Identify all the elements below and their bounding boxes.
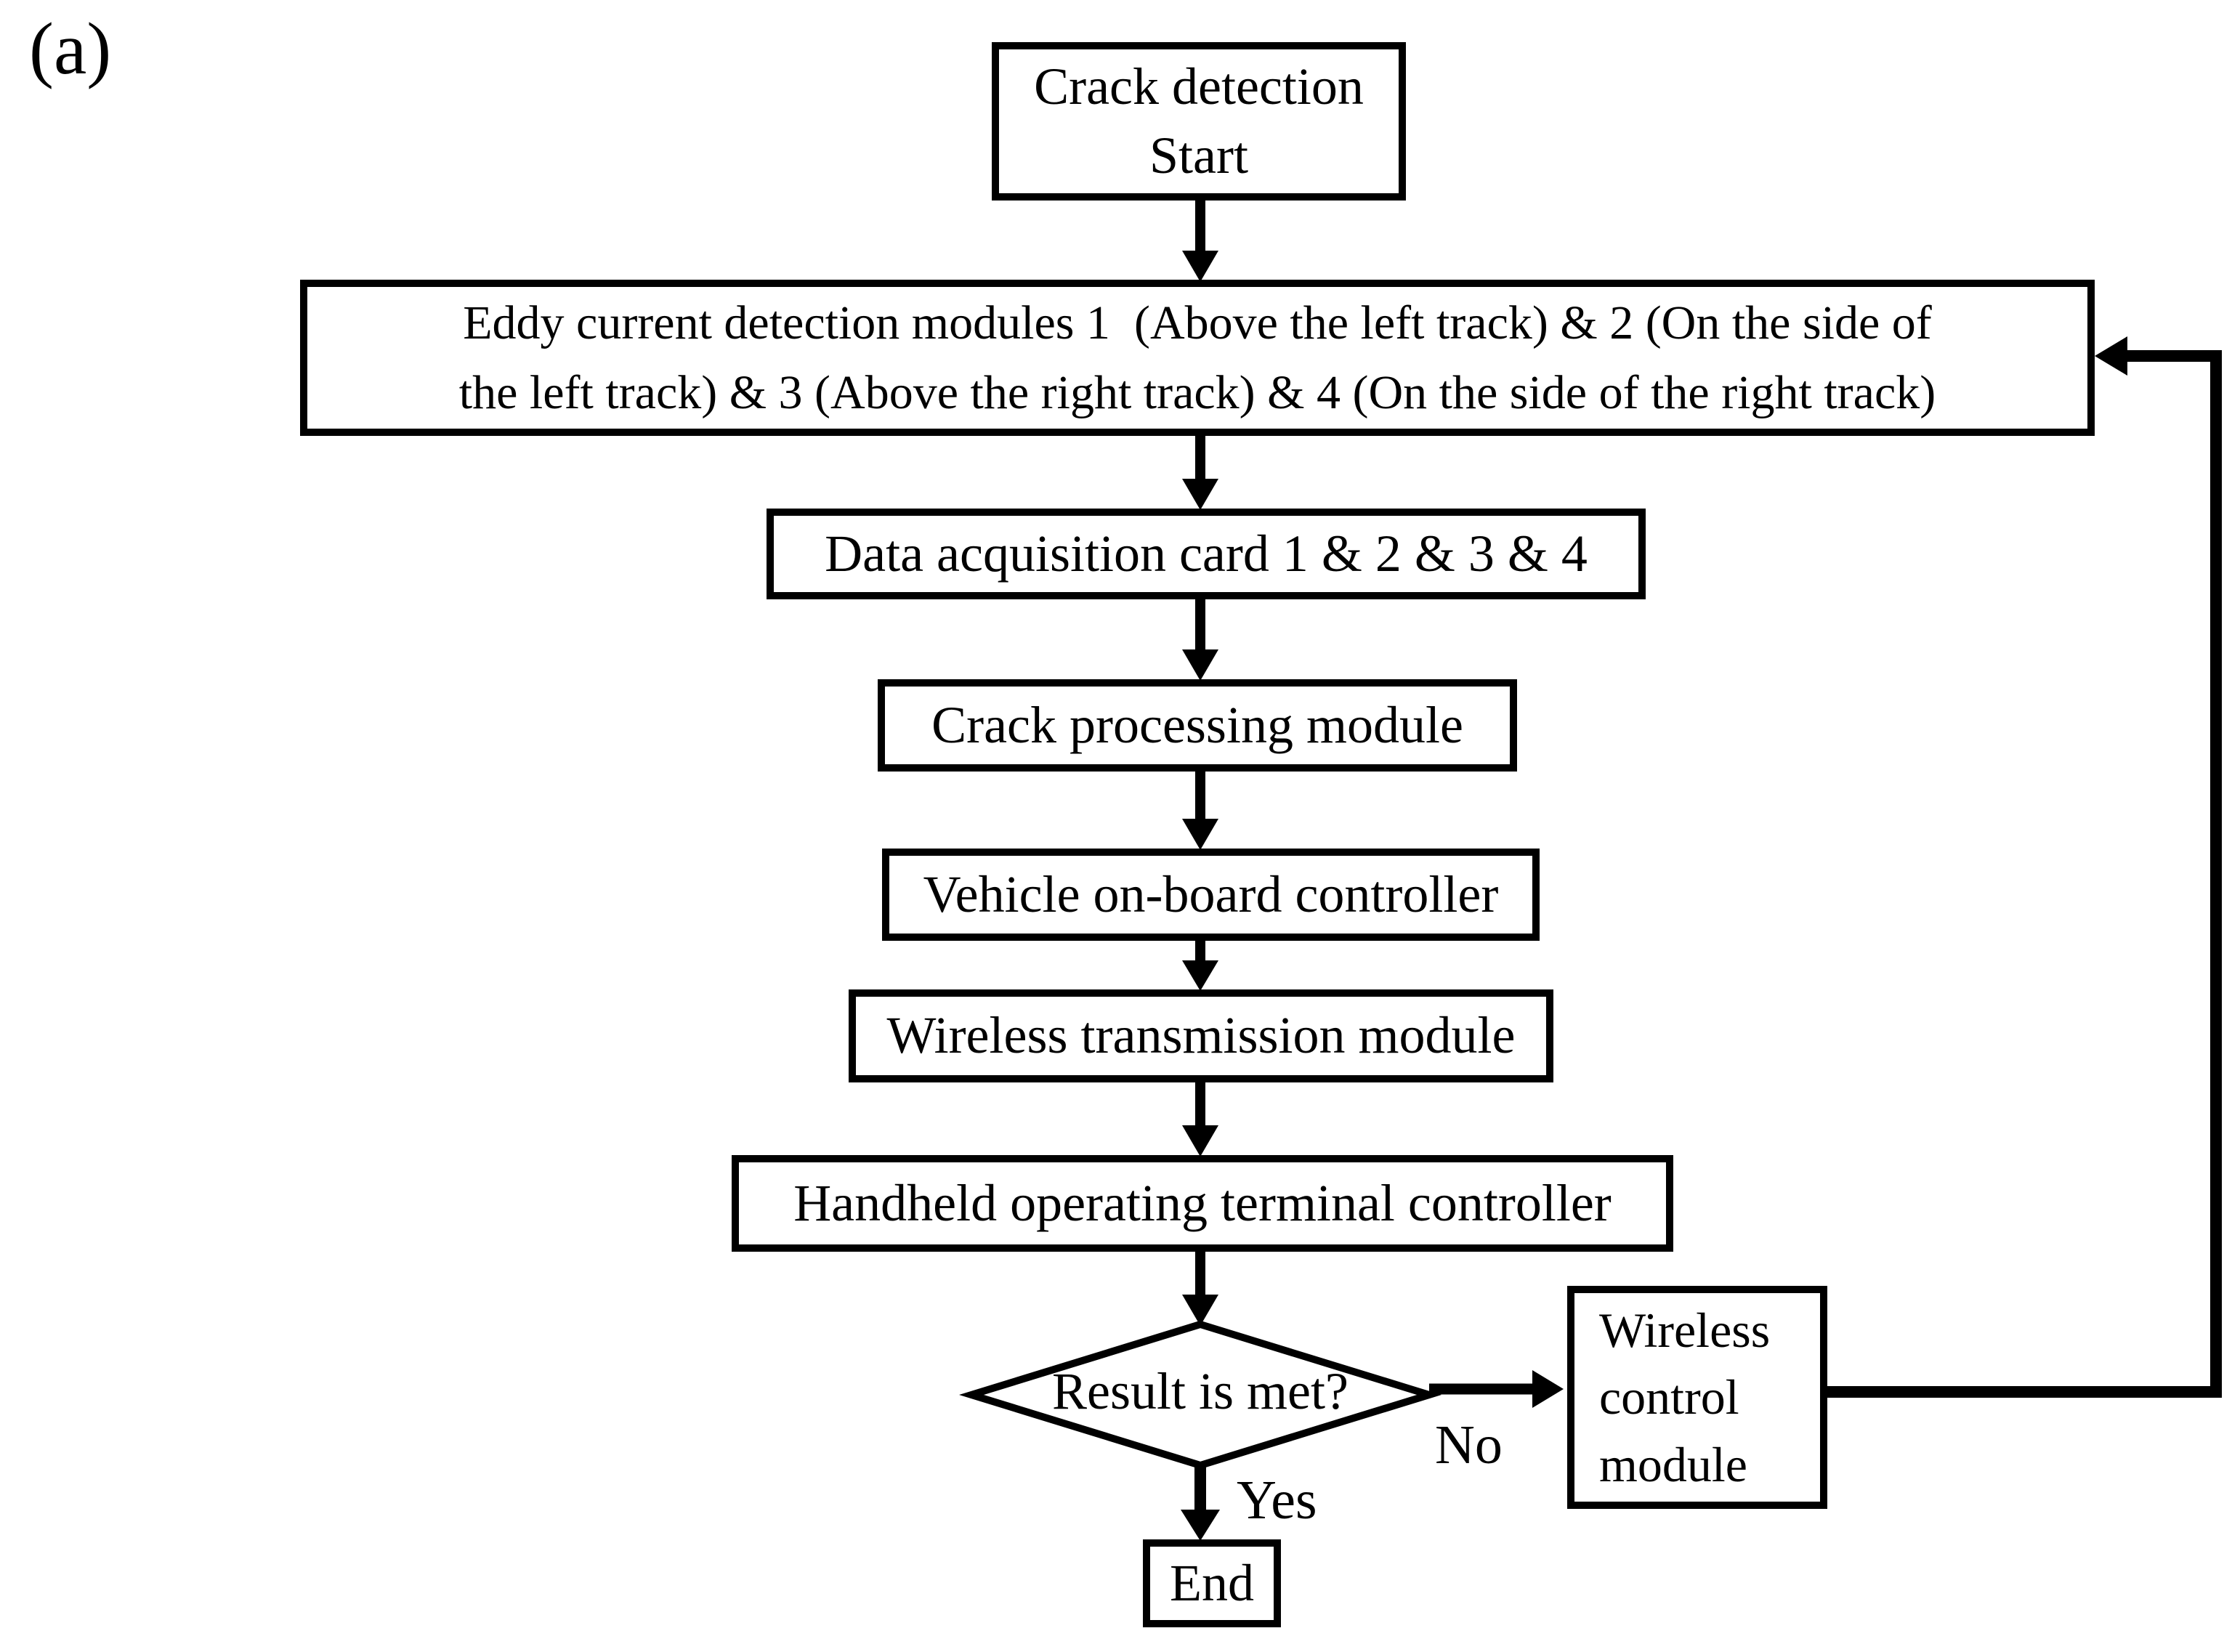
end-node: End [1143,1539,1281,1627]
eddy-modules-node: Eddy current detection modules 1 (Above … [300,280,2095,436]
data-acquisition-node: Data acquisition card 1 & 2 & 3 & 4 [767,509,1646,599]
arrowhead-decision-to-wcm [1532,1370,1564,1408]
handheld-terminal-node: Handheld operating terminal controller [732,1155,1673,1252]
decision-label: Result is met? [1052,1362,1349,1420]
wireless-control-node: Wireless control module [1567,1286,1827,1509]
arrowhead-handheld-to-decision [1182,1295,1218,1326]
no-label: No [1435,1414,1503,1475]
arrowhead-eddy-to-daq [1182,479,1218,510]
arrowhead-vehicle-to-wtm [1182,960,1218,991]
figure-label: (a) [29,8,112,90]
start-node: Crack detection Start [992,42,1406,201]
yes-label: Yes [1237,1470,1317,1531]
arrowhead-crack-to-vehicle [1182,819,1218,850]
crack-processing-node: Crack processing module [878,679,1517,772]
arrowhead-daq-to-crack [1182,649,1218,681]
arrowhead-wtm-to-handheld [1182,1125,1218,1157]
wireless-transmission-node: Wireless transmission module [849,989,1553,1082]
vehicle-controller-node: Vehicle on-board controller [882,849,1540,941]
feedback-arrowhead [2095,336,2127,376]
feedback-loop-line [1827,350,2222,1398]
arrowhead-start-to-eddy [1182,251,1218,282]
arrowhead-decision-to-end [1181,1510,1220,1541]
